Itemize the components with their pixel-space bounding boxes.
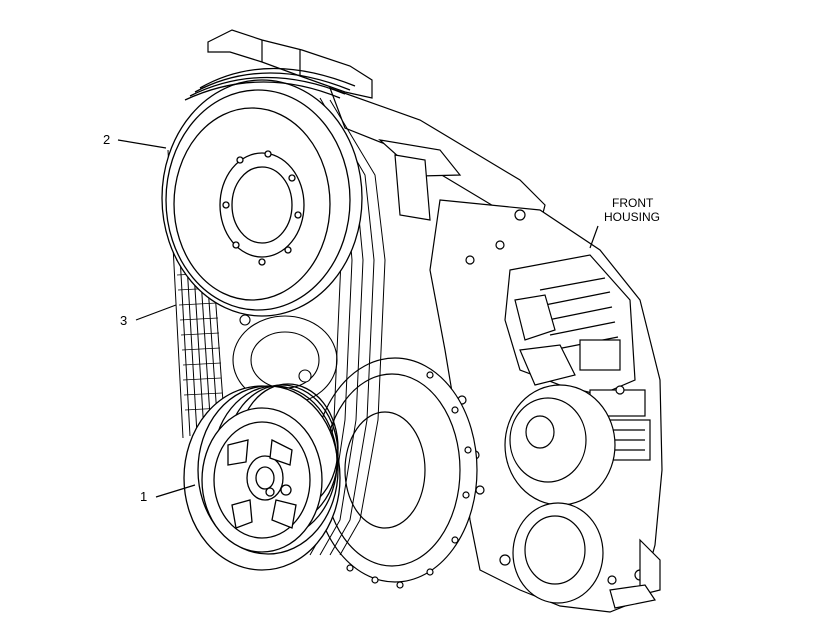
callout-3-number: 3 — [120, 313, 127, 328]
callout-2-number: 2 — [103, 132, 110, 147]
front-housing-callout: FRONT HOUSING — [589, 196, 660, 249]
pulley-bolt-circle — [222, 150, 302, 266]
callout-1-leader — [155, 484, 196, 498]
upper-fan-pulley — [161, 67, 363, 317]
front-housing-leader — [589, 225, 599, 249]
front-housing — [207, 29, 663, 613]
front-housing-label-line2: HOUSING — [604, 210, 660, 224]
callout-1-number: 1 — [140, 489, 147, 504]
callout-3-leader — [135, 304, 177, 321]
idler-hub — [232, 314, 338, 405]
front-housing-label-line1: FRONT — [612, 196, 654, 210]
callout-3: 3 — [120, 304, 177, 328]
crankshaft-pulley — [183, 383, 341, 571]
callout-2: 2 — [103, 132, 167, 149]
damper-bolts — [346, 371, 472, 589]
callout-2-leader — [117, 139, 167, 149]
callout-1: 1 — [140, 484, 196, 504]
